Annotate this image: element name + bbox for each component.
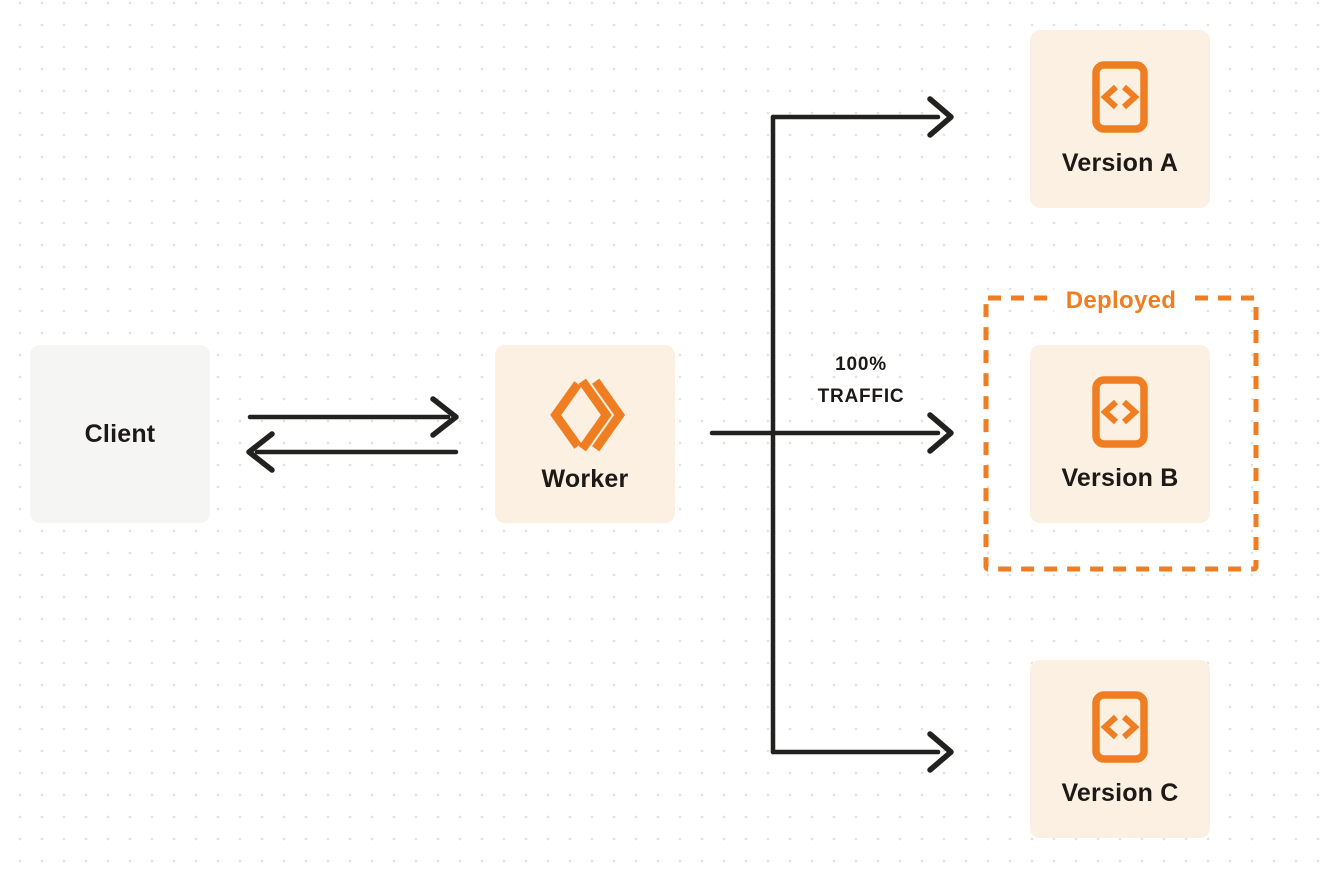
client-node: Client	[30, 345, 210, 523]
client-to-worker-arrowhead	[430, 396, 459, 438]
worker-to-client-arrowhead	[246, 431, 275, 473]
arrowhead-version-a	[927, 96, 954, 138]
version-c-label: Version C	[1061, 778, 1179, 807]
worker-label: Worker	[541, 464, 629, 493]
arrowhead-version-c	[927, 731, 954, 773]
traffic-percent: 100%	[835, 354, 887, 375]
code-file-icon	[1092, 60, 1148, 133]
client-label: Client	[84, 419, 156, 448]
code-file-icon	[1092, 375, 1148, 448]
deployed-label: Deployed	[1053, 287, 1189, 315]
workers-logo-icon	[545, 375, 625, 455]
traffic-label: 100% TRAFFIC	[818, 349, 905, 413]
version-a-node: Version A	[1030, 30, 1210, 208]
code-file-icon	[1092, 690, 1148, 763]
version-b-node: Version B	[1030, 345, 1210, 523]
version-c-node: Version C	[1030, 660, 1210, 838]
arrowhead-version-b	[927, 412, 954, 454]
traffic-word: TRAFFIC	[817, 386, 905, 407]
version-b-label: Version B	[1061, 463, 1179, 492]
worker-node: Worker	[495, 345, 675, 523]
version-a-label: Version A	[1061, 148, 1179, 177]
